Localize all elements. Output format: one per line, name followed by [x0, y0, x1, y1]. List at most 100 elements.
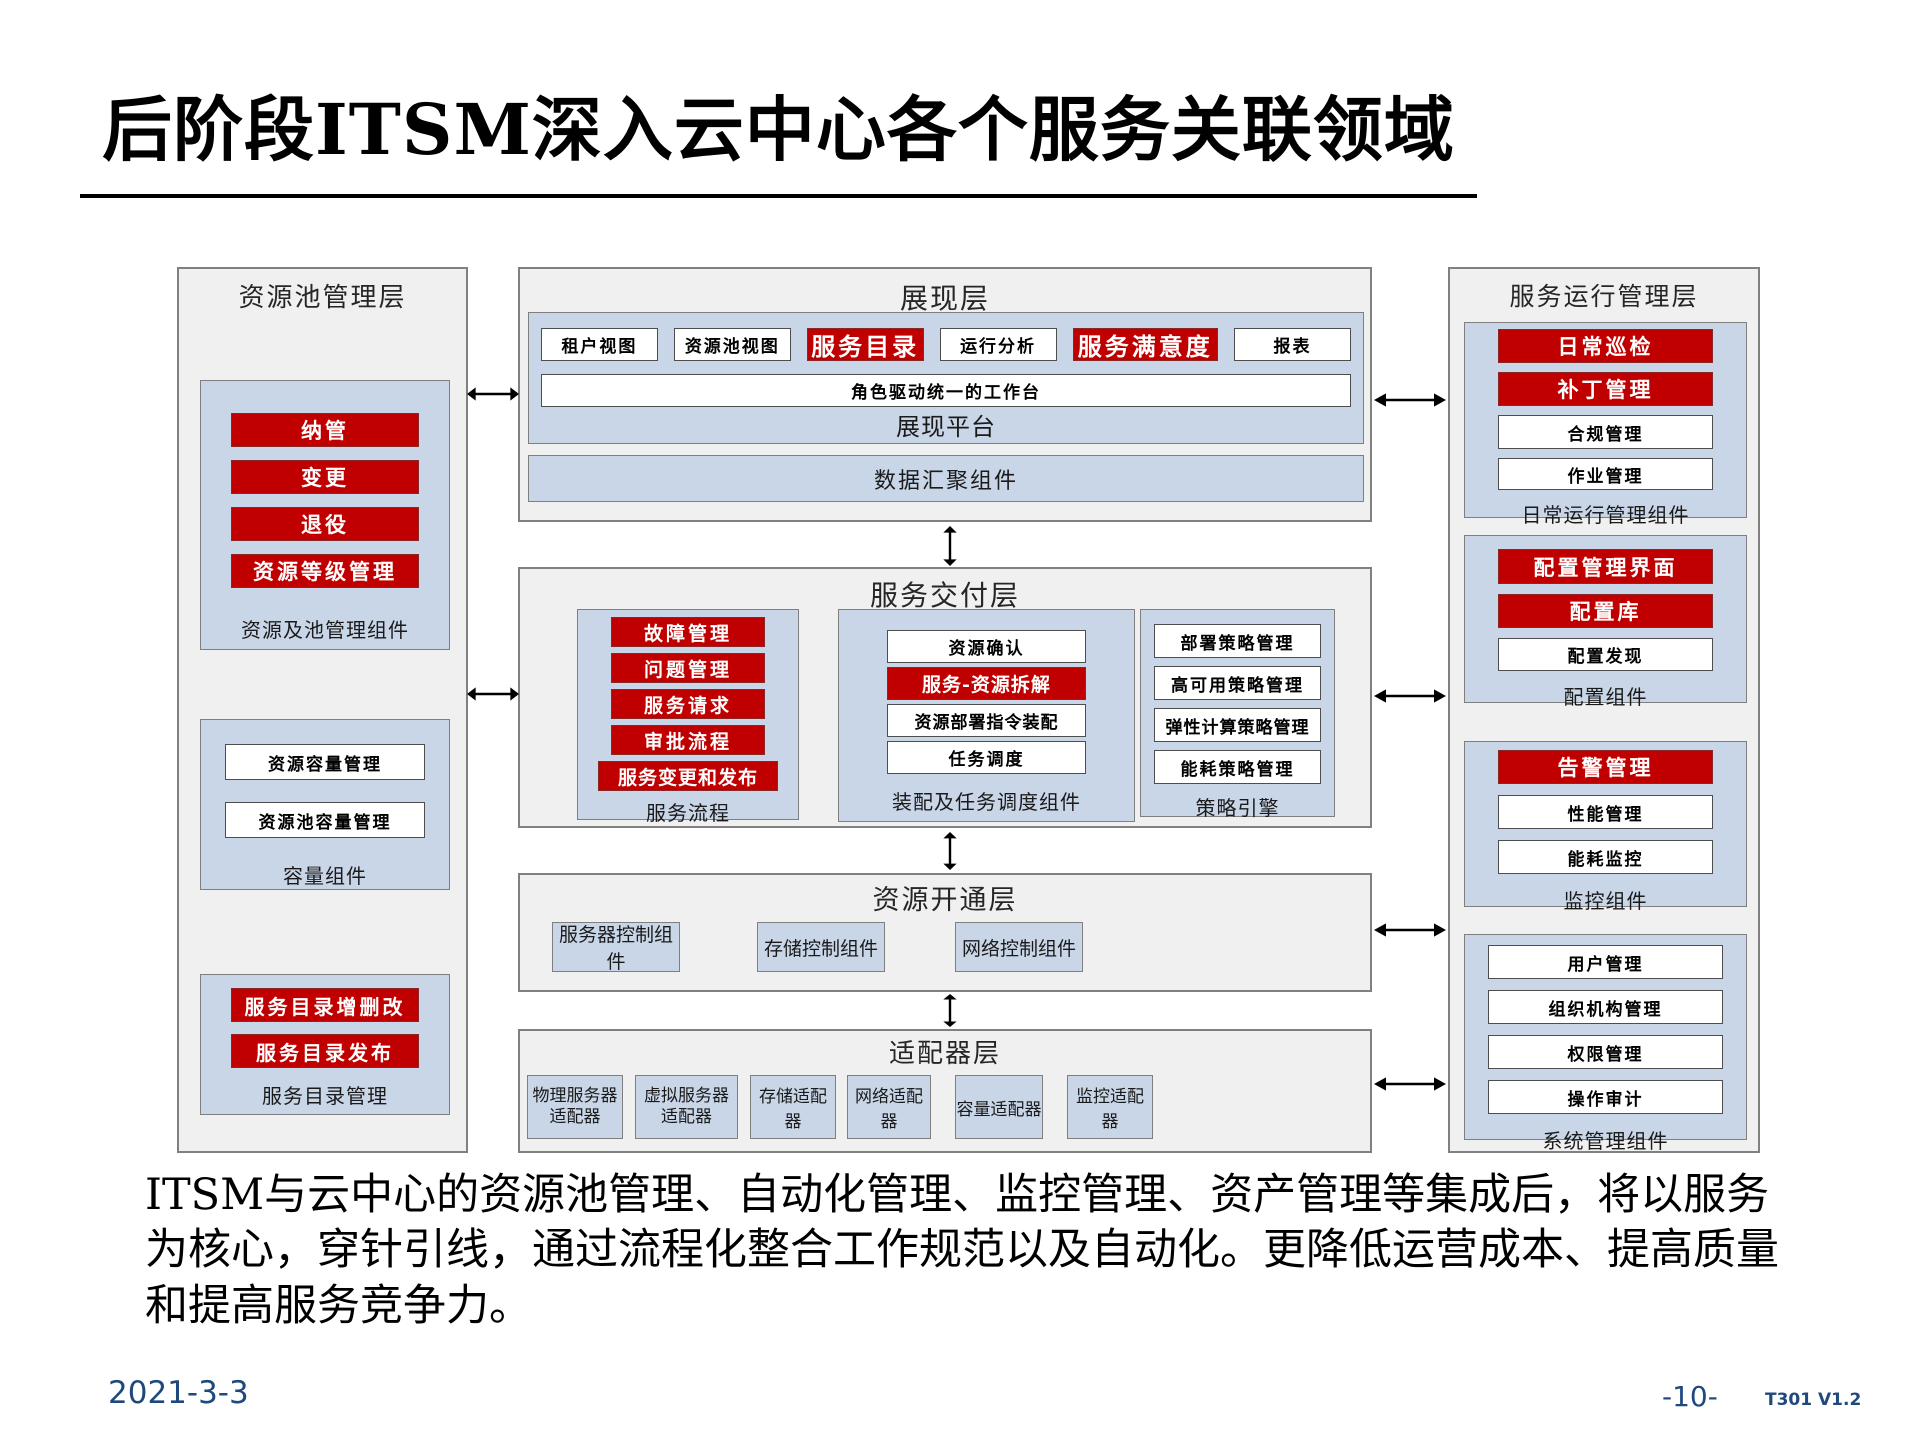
module-chip: 退役 [231, 507, 419, 541]
module-chip: 服务目录发布 [231, 1034, 419, 1068]
module-chip: 高可用策略管理 [1154, 666, 1321, 700]
h-double-arrow [1374, 922, 1446, 938]
module-chip: 服务变更和发布 [598, 761, 778, 791]
panel-title: 适配器层 [888, 1039, 1001, 1069]
resource-pool-mgmt-group: 纳管 变更 退役 资源等级管理 资源及池管理组件 [200, 380, 450, 650]
service-process-group: 故障管理 问题管理 服务请求 审批流程 服务变更和发布 服务流程 [577, 609, 799, 825]
workbench-bar: 角色驱动统一的工作台 [541, 374, 1351, 407]
page-number: -10- [1662, 1380, 1718, 1413]
module-chip: 服务目录 [806, 328, 924, 361]
summary-text: ITSM与云中心的资源池管理、自动化管理、监控管理、资产管理等集成后，将以服务为… [145, 1170, 1779, 1331]
presentation-platform-group: 租户视图 资源池视图 服务目录 运行分析 服务满意度 报表 角色驱动统一的工作台… [528, 312, 1364, 444]
module-chip: 日常巡检 [1498, 329, 1713, 363]
module-chip: 补丁管理 [1498, 372, 1713, 406]
group-label: 系统管理组件 [1542, 1129, 1669, 1153]
h-double-arrow [467, 386, 519, 402]
module-chip: 报表 [1234, 328, 1351, 361]
group-label: 资源及池管理组件 [241, 618, 409, 642]
module-chip: 能耗策略管理 [1154, 750, 1321, 784]
service-catalog-group: 服务目录增删改 服务目录发布 服务目录管理 [200, 974, 450, 1115]
module-chip: 服务请求 [611, 689, 765, 719]
module-chip: 操作审计 [1488, 1080, 1723, 1114]
module-chip: 故障管理 [611, 617, 765, 647]
group-label: 容量组件 [283, 864, 367, 888]
physical-server-adapter-box: 物理服务器 适配器 [527, 1075, 623, 1139]
adapter-layer-panel: 适配器层 物理服务器 适配器 虚拟服务器 适配器 存储适配器 网络适配器 容量适… [518, 1029, 1372, 1153]
module-chip: 能耗监控 [1498, 840, 1713, 874]
monitoring-group: 告警管理 性能管理 能耗监控 监控组件 [1464, 741, 1747, 913]
storage-control-box: 存储控制组件 [757, 922, 885, 972]
module-chip: 变更 [231, 460, 419, 494]
group-label: 配置组件 [1563, 685, 1648, 709]
group-label: 装配及任务调度组件 [892, 790, 1081, 814]
server-control-box: 服务器控制组件 [552, 922, 680, 973]
monitor-adapter-box: 监控适配器 [1067, 1075, 1153, 1139]
module-chip: 审批流程 [611, 725, 765, 755]
storage-adapter-box: 存储适配器 [750, 1075, 836, 1139]
module-chip: 资源池容量管理 [225, 802, 425, 838]
module-chip: 服务-资源拆解 [887, 667, 1086, 700]
group-label: 日常运行管理组件 [1521, 503, 1690, 527]
presentation-layer-panel: 展现层 租户视图 资源池视图 服务目录 运行分析 服务满意度 报表 角色驱动统一… [518, 267, 1372, 522]
module-chip: 告警管理 [1498, 750, 1713, 784]
resource-provisioning-layer-panel: 资源开通层 服务器控制组件 存储控制组件 网络控制组件 [518, 873, 1372, 992]
module-chip: 资源确认 [887, 630, 1086, 663]
group-label: 监控组件 [1563, 889, 1648, 913]
module-chip: 租户视图 [541, 328, 658, 361]
virtual-server-adapter-box: 虚拟服务器 适配器 [635, 1075, 738, 1139]
assembly-scheduling-group: 资源确认 服务-资源拆解 资源部署指令装配 任务调度 装配及任务调度组件 [838, 609, 1135, 822]
panel-title: 服务运行管理层 [1509, 282, 1699, 311]
network-control-box: 网络控制组件 [955, 922, 1083, 972]
module-chip: 性能管理 [1498, 795, 1713, 829]
module-chip: 资源容量管理 [225, 744, 425, 780]
module-chip: 组织机构管理 [1488, 990, 1723, 1024]
platform-chip-row: 租户视图 资源池视图 服务目录 运行分析 服务满意度 报表 [529, 313, 1363, 361]
capacity-group: 资源容量管理 资源池容量管理 容量组件 [200, 719, 450, 890]
h-double-arrow [1374, 688, 1446, 704]
module-chip: 权限管理 [1488, 1035, 1723, 1069]
module-chip: 资源等级管理 [231, 554, 419, 588]
service-delivery-layer-panel: 服务交付层 故障管理 问题管理 服务请求 审批流程 服务变更和发布 服务流程 资… [518, 567, 1372, 828]
panel-title: 服务交付层 [869, 579, 1020, 612]
resource-pool-layer-panel: 资源池管理层 纳管 变更 退役 资源等级管理 资源及池管理组件 资源容量管理 资… [177, 267, 468, 1153]
group-label: 展现平台 [896, 413, 996, 441]
module-chip: 用户管理 [1488, 945, 1723, 979]
h-double-arrow [1374, 1076, 1446, 1092]
panel-title: 资源池管理层 [238, 283, 407, 313]
module-chip: 资源部署指令装配 [887, 704, 1086, 737]
network-adapter-box: 网络适配器 [847, 1075, 931, 1139]
group-label: 服务流程 [646, 801, 730, 825]
h-double-arrow [1374, 392, 1446, 408]
daily-operation-group: 日常巡检 补丁管理 合规管理 作业管理 日常运行管理组件 [1464, 322, 1747, 527]
module-chip: 配置库 [1498, 594, 1713, 628]
v-double-arrow [942, 832, 958, 870]
module-chip: 服务满意度 [1072, 328, 1219, 361]
data-aggregation-bar: 数据汇聚组件 [528, 455, 1364, 502]
group-label: 服务目录管理 [262, 1084, 388, 1108]
slide-date: 2021-3-3 [108, 1375, 249, 1411]
module-chip: 服务目录增删改 [231, 988, 419, 1022]
slide-title: 后阶段ITSM深入云中心各个服务关联领域 [102, 88, 1455, 171]
module-chip: 配置发现 [1498, 638, 1713, 671]
panel-title: 资源开通层 [872, 885, 1018, 916]
capacity-adapter-box: 容量适配器 [955, 1075, 1043, 1139]
module-chip: 配置管理界面 [1498, 549, 1713, 584]
panel-title: 展现层 [899, 282, 990, 315]
system-management-group: 用户管理 组织机构管理 权限管理 操作审计 系统管理组件 [1464, 934, 1747, 1153]
title-block: 后阶段ITSM深入云中心各个服务关联领域 [80, 70, 1477, 198]
module-chip: 弹性计算策略管理 [1154, 708, 1321, 742]
module-chip: 纳管 [231, 413, 419, 447]
policy-engine-group: 部署策略管理 高可用策略管理 弹性计算策略管理 能耗策略管理 策略引擎 [1140, 609, 1335, 820]
h-double-arrow [467, 686, 519, 702]
module-chip: 部署策略管理 [1154, 624, 1321, 658]
group-label: 策略引擎 [1195, 796, 1280, 820]
module-chip: 问题管理 [611, 653, 765, 683]
module-chip: 任务调度 [887, 741, 1086, 774]
module-chip: 运行分析 [939, 328, 1057, 361]
module-chip: 资源池视图 [673, 328, 791, 361]
service-operation-layer-panel: 服务运行管理层 日常巡检 补丁管理 合规管理 作业管理 日常运行管理组件 配置管… [1448, 267, 1760, 1153]
v-double-arrow [942, 994, 958, 1027]
doc-version: T301 V1.2 [1765, 1390, 1862, 1410]
configuration-group: 配置管理界面 配置库 配置发现 配置组件 [1464, 535, 1747, 709]
